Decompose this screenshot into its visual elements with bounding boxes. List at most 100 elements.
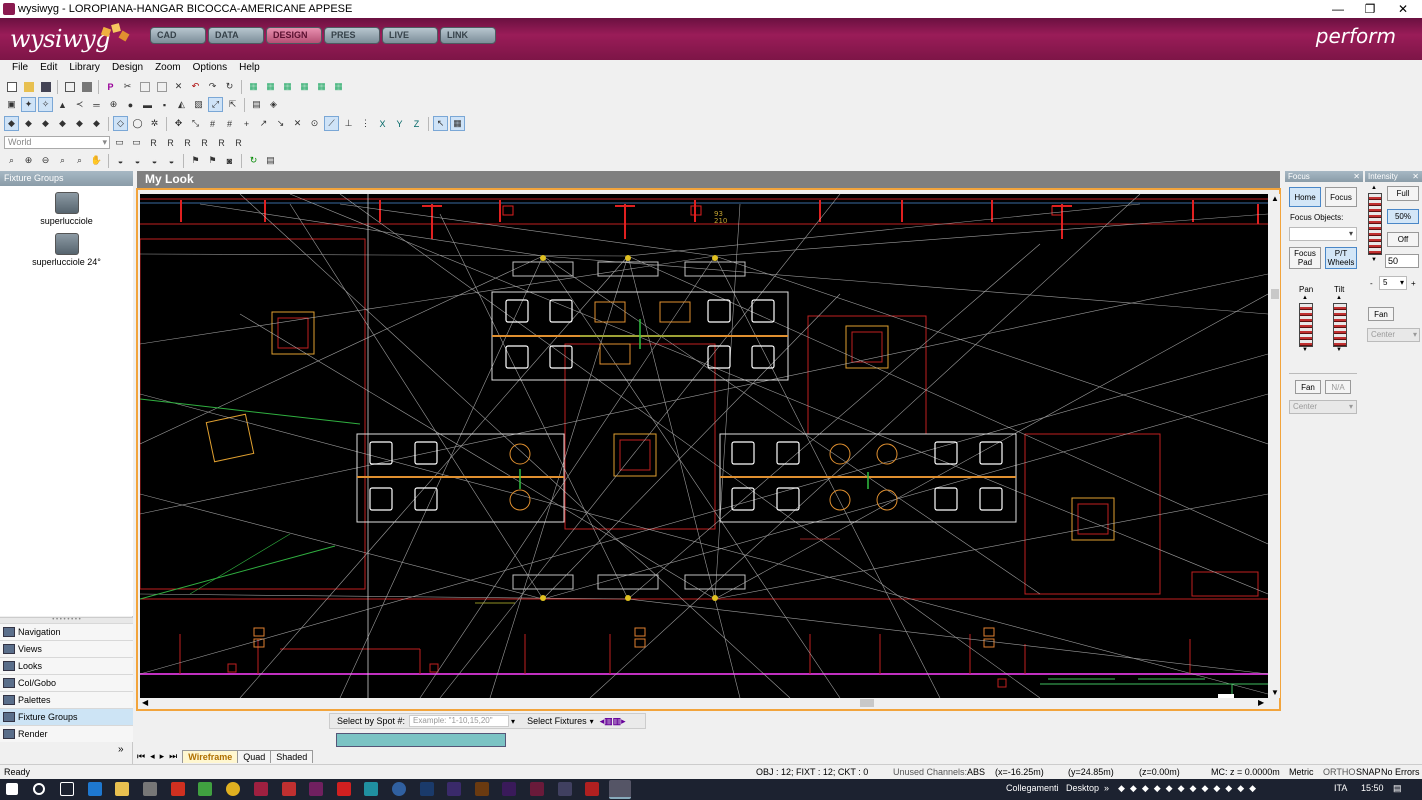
app-media-icon[interactable] <box>558 782 572 796</box>
off-button[interactable]: Off <box>1387 232 1419 247</box>
tilt-wheel[interactable] <box>1333 303 1347 347</box>
layer-all-icon[interactable]: ▦ <box>249 81 258 91</box>
illustrator-icon[interactable] <box>475 782 489 796</box>
focus-insert-icon[interactable]: ▲ <box>58 99 67 110</box>
clock[interactable]: 15:50 <box>1361 783 1384 793</box>
save-icon[interactable] <box>38 79 53 94</box>
maximize-button[interactable]: ❐ <box>1364 2 1376 16</box>
cube-back-icon[interactable]: ◆ <box>76 118 83 128</box>
scroll-right-icon[interactable]: ▶ <box>1258 698 1265 707</box>
orbit-x-icon[interactable]: ◒ <box>134 155 141 166</box>
close-icon[interactable]: ✕ <box>1412 172 1419 181</box>
nav-navigation[interactable]: Navigation <box>0 623 133 640</box>
rotate-c-icon[interactable]: R <box>235 137 242 148</box>
move-icon[interactable]: ✥ <box>174 118 183 128</box>
app-circle-icon[interactable] <box>392 782 406 796</box>
mode-tab-cad[interactable]: CAD <box>150 27 206 44</box>
pan-hand-icon[interactable]: ✋ <box>90 155 103 165</box>
last-tab-icon[interactable]: ⏭ <box>169 750 178 761</box>
photoshop-icon[interactable] <box>420 782 434 796</box>
vertical-scrollbar[interactable]: ▲ ▼ <box>1270 194 1280 698</box>
select-arrow-icon[interactable]: ↖ <box>433 116 448 131</box>
menu-zoom[interactable]: Zoom <box>155 62 181 73</box>
snap-point-icon[interactable]: ⊙ <box>310 118 319 128</box>
select-next-icon[interactable]: ▸ <box>621 715 626 726</box>
explorer-icon[interactable] <box>115 782 129 796</box>
minus-button[interactable]: - <box>1370 279 1373 288</box>
beam-icon[interactable]: ≺ <box>75 99 84 109</box>
scroll-thumb[interactable] <box>1271 289 1279 299</box>
rect-icon[interactable]: ▬ <box>143 99 152 110</box>
intensity-up-icon[interactable]: ▲ <box>1371 185 1377 191</box>
cut-icon[interactable]: ✂ <box>123 81 132 91</box>
viewports-icon[interactable]: ▤ <box>266 155 275 165</box>
search-icon[interactable] <box>33 783 45 795</box>
ucs-icon[interactable]: ▭ <box>115 137 124 147</box>
pt-wheels-button[interactable]: P/T Wheels <box>1325 247 1357 269</box>
wysiwyg-task-icon[interactable] <box>609 780 631 799</box>
app-leaf-icon[interactable] <box>198 782 212 796</box>
wire-sphere-icon[interactable]: ◯ <box>132 118 143 128</box>
lock-icon[interactable]: ▭ <box>132 137 141 147</box>
arrow-ne-icon[interactable]: ↗ <box>259 118 268 128</box>
zoom-all-icon[interactable]: ⌕ <box>76 155 83 165</box>
tilt-up-icon[interactable]: ▲ <box>1336 295 1342 301</box>
tab-quad[interactable]: Quad <box>237 749 272 763</box>
render-icon[interactable]: ◈ <box>270 99 277 109</box>
menu-help[interactable]: Help <box>239 62 260 73</box>
nav-looks[interactable]: Looks <box>0 657 133 674</box>
nav-more-button[interactable]: » <box>118 744 124 755</box>
refresh-icon[interactable]: ↻ <box>225 81 234 91</box>
arrow-se-icon[interactable]: ↘ <box>276 118 285 128</box>
lines-icon[interactable]: ═ <box>93 99 100 110</box>
refresh-view-icon[interactable]: ↻ <box>249 155 258 165</box>
intensity-wheel[interactable] <box>1368 193 1382 255</box>
app-s-icon[interactable] <box>171 782 185 796</box>
nav-render[interactable]: Render <box>0 725 133 742</box>
plus-button[interactable]: + <box>1411 279 1416 288</box>
image-icon[interactable]: ▧ <box>194 99 203 109</box>
fan-button[interactable]: Fan <box>1295 380 1321 394</box>
premiere-icon[interactable] <box>502 782 516 796</box>
position-icon[interactable]: ⤢ <box>208 97 223 112</box>
camera-view-icon[interactable]: ◙ <box>226 155 233 166</box>
cube-side-icon[interactable]: ◆ <box>42 118 49 128</box>
scroll-left-icon[interactable]: ◀ <box>142 698 149 707</box>
snap-mid-icon[interactable]: ⋮ <box>361 118 370 128</box>
windows-start-icon[interactable] <box>6 783 18 795</box>
nav-views[interactable]: Views <box>0 640 133 657</box>
edge-icon[interactable] <box>88 782 102 796</box>
chevron-down-icon[interactable]: ▾ <box>589 716 594 726</box>
app-teal-icon[interactable] <box>364 782 378 796</box>
zoom-extents-icon[interactable]: ⌕ <box>59 155 66 165</box>
app-red-icon[interactable] <box>282 782 296 796</box>
fly-icon[interactable]: ⚑ <box>208 155 217 165</box>
store-icon[interactable] <box>143 782 157 796</box>
panel-splitter[interactable]: • • • • • • • • <box>0 617 133 623</box>
spot-input[interactable]: Example: "1-10,15,20" <box>409 715 510 727</box>
chevron-down-icon[interactable]: ▾ <box>511 716 516 726</box>
walk-icon[interactable]: ⚑ <box>191 155 200 165</box>
cube-iso-icon[interactable]: ◆ <box>93 118 100 128</box>
layer-sl-icon[interactable]: ▦ <box>283 81 292 91</box>
paste-icon[interactable] <box>154 79 169 94</box>
rotate-b-icon[interactable]: R <box>218 137 225 148</box>
fixture-group-item[interactable]: superlucciole <box>0 192 133 226</box>
rotate-y-icon[interactable]: R <box>167 137 174 148</box>
next-tab-icon[interactable]: ▸ <box>159 750 165 761</box>
rotate-z-icon[interactable]: R <box>184 137 191 148</box>
focus-button[interactable]: Focus <box>1325 187 1357 207</box>
acrobat-icon[interactable] <box>337 782 351 796</box>
snap-perp-icon[interactable]: ⊥ <box>344 118 353 128</box>
circle-icon[interactable]: ● <box>127 99 134 110</box>
menu-design[interactable]: Design <box>111 62 144 73</box>
cad-canvas[interactable]: 93 210 <box>140 194 1268 698</box>
truss-icon[interactable]: ✦ <box>21 97 36 112</box>
intensity-down-icon[interactable]: ▼ <box>1371 257 1377 263</box>
tray-chevron[interactable]: » <box>1104 783 1110 793</box>
export-icon[interactable]: ⇱ <box>228 99 237 109</box>
intensity-value-input[interactable]: 50 <box>1385 254 1419 268</box>
close-button[interactable]: ✕ <box>1397 2 1409 16</box>
mode-tab-pres[interactable]: PRES <box>324 27 380 44</box>
chrome-icon[interactable] <box>226 782 240 796</box>
